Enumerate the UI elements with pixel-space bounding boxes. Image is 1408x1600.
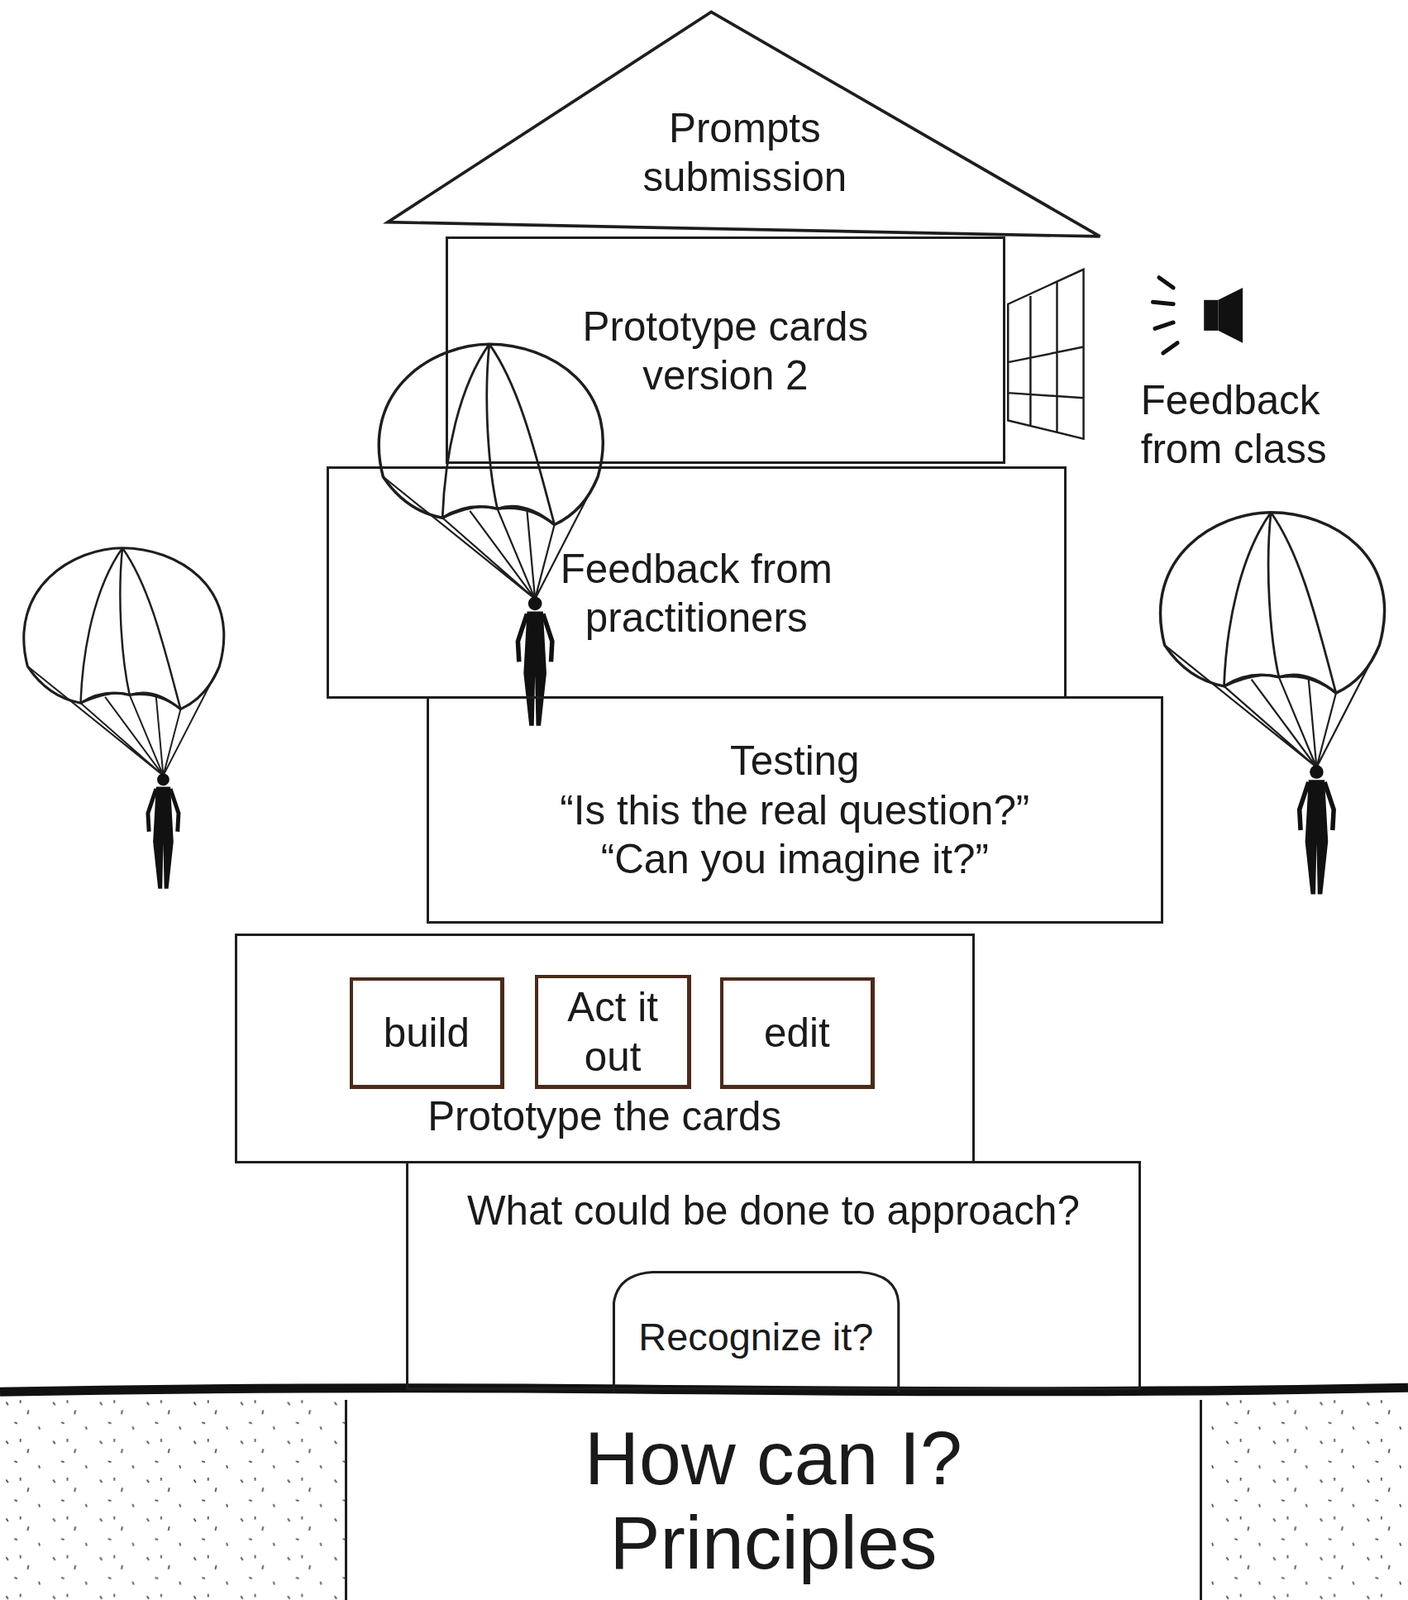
box-text: Act it out	[542, 982, 683, 1080]
roof-shape: Prompts submission	[387, 9, 1103, 240]
roof-path	[387, 12, 1100, 237]
box-text: edit	[763, 1007, 831, 1057]
process-box: Feedback from practitioners	[326, 466, 1067, 699]
process-box: Prototype cards version 2	[445, 236, 1005, 464]
foundation-text: Principles	[609, 1499, 937, 1585]
process-box: Prototype the cards build Act it out edit	[234, 933, 975, 1164]
step-box: Act it out	[534, 974, 692, 1089]
box-text: Prompts submission	[591, 103, 898, 201]
note-label: Feedback from class	[1140, 375, 1351, 473]
ground-texture	[1203, 1399, 1408, 1600]
box-text: Feedback from practitioners	[502, 544, 891, 642]
step-box: build	[349, 977, 506, 1090]
speaker-icon	[1152, 277, 1243, 354]
box-heading: Testing	[730, 735, 860, 785]
parachutist	[23, 548, 225, 889]
box-text: “Is this the real question?”	[559, 785, 1030, 835]
ground-texture	[0, 1399, 345, 1600]
box-text: “Can you imagine it?”	[601, 834, 989, 883]
door-shape: Recognize it?	[611, 1269, 901, 1393]
arch-path	[613, 1271, 898, 1393]
box-text: What could be done to approach?	[467, 1185, 1080, 1235]
box-text: Prototype cards version 2	[510, 301, 940, 400]
process-box: What could be done to approach? Recognize…	[405, 1160, 1141, 1389]
step-box: edit	[720, 977, 876, 1090]
foundation-text: How can I?	[584, 1415, 963, 1500]
process-box: Testing“Is this the real question?”“Can …	[426, 696, 1164, 924]
parachutist	[1160, 512, 1385, 895]
foundation-box: How can I?Principles	[344, 1399, 1203, 1600]
box-text: Recognize it?	[638, 1313, 874, 1361]
parachutist	[378, 343, 603, 726]
box-text: build	[383, 1007, 470, 1057]
window	[1007, 269, 1084, 440]
box-text: Prototype the cards	[427, 1091, 782, 1141]
